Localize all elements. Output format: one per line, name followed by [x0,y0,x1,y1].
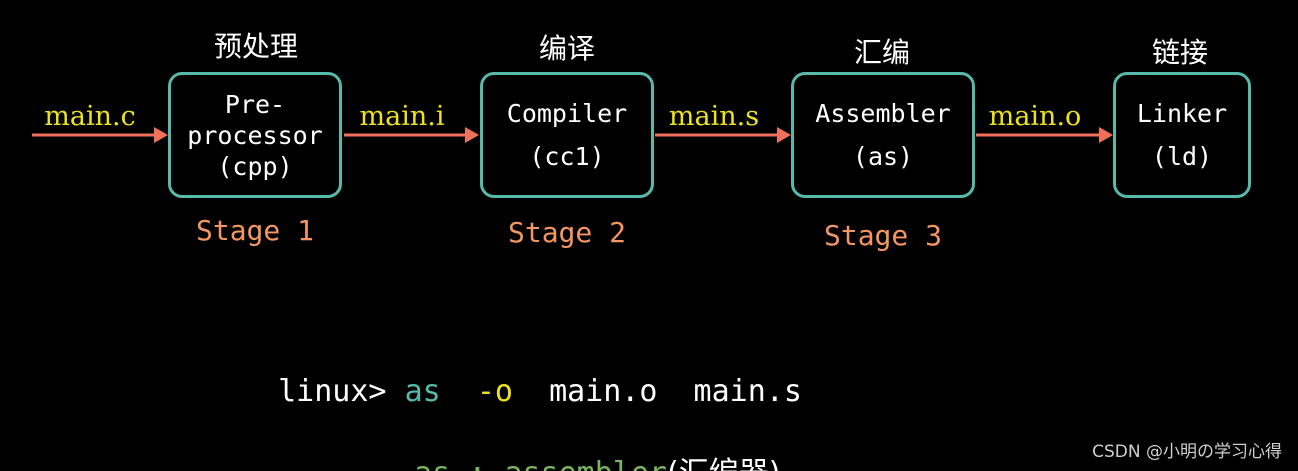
watermark: CSDN @小明の学习心得 [1092,442,1282,462]
file-label-main-i: main.i [359,101,445,132]
shell-prompt: linux> [278,374,387,409]
stage-1-zh-title: 预处理 [213,30,298,63]
stage-3-zh-title: 汇编 [853,36,910,69]
explanation-tool: as [414,456,450,471]
stage-2-zh-title: 编译 [538,32,595,65]
command-line: linux> as -o main.o main.s [242,338,802,410]
linker-line-2: (ld) [1151,142,1213,171]
stage-4-zh-title: 链接 [1151,36,1208,69]
compiler-line-1: Compiler [506,99,628,128]
linker-box: Linker (ld) [1113,72,1251,198]
file-label-main-o: main.o [988,101,1082,132]
arrow-main-c [32,127,168,143]
compiler-box: Compiler (cc1) [480,72,654,198]
assembler-box: Assembler (as) [791,72,975,198]
command-flag: -o [476,374,513,409]
file-label-main-c: main.c [44,101,136,132]
command-args: main.o main.s [549,374,802,409]
stage-1-label: Stage 1 [195,214,314,247]
assembler-line-1: Assembler [815,99,951,128]
preprocessor-line-1: Pre- [224,89,286,119]
preprocessor-box: Pre- processor (cpp) [168,72,342,198]
explanation-word: assembler [504,456,667,471]
compiler-line-2: (cc1) [529,142,605,171]
linker-line-1: Linker [1136,99,1228,128]
command-tool: as [404,374,441,409]
assembler-line-2: (as) [852,142,914,171]
explanation-zh: (汇编器) [667,456,780,471]
file-label-main-s: main.s [668,101,760,132]
arrow-main-i [344,127,479,143]
arrow-main-s [655,127,791,143]
explanation-separator: : [468,456,486,471]
stage-3-label: Stage 3 [823,219,942,252]
preprocessor-line-2: processor [187,120,323,150]
stage-2-label: Stage 2 [507,216,626,249]
preprocessor-line-3: (cpp) [217,151,293,181]
arrow-main-o [976,127,1113,143]
explanation-line: as : assembler(汇编器) [378,420,780,471]
